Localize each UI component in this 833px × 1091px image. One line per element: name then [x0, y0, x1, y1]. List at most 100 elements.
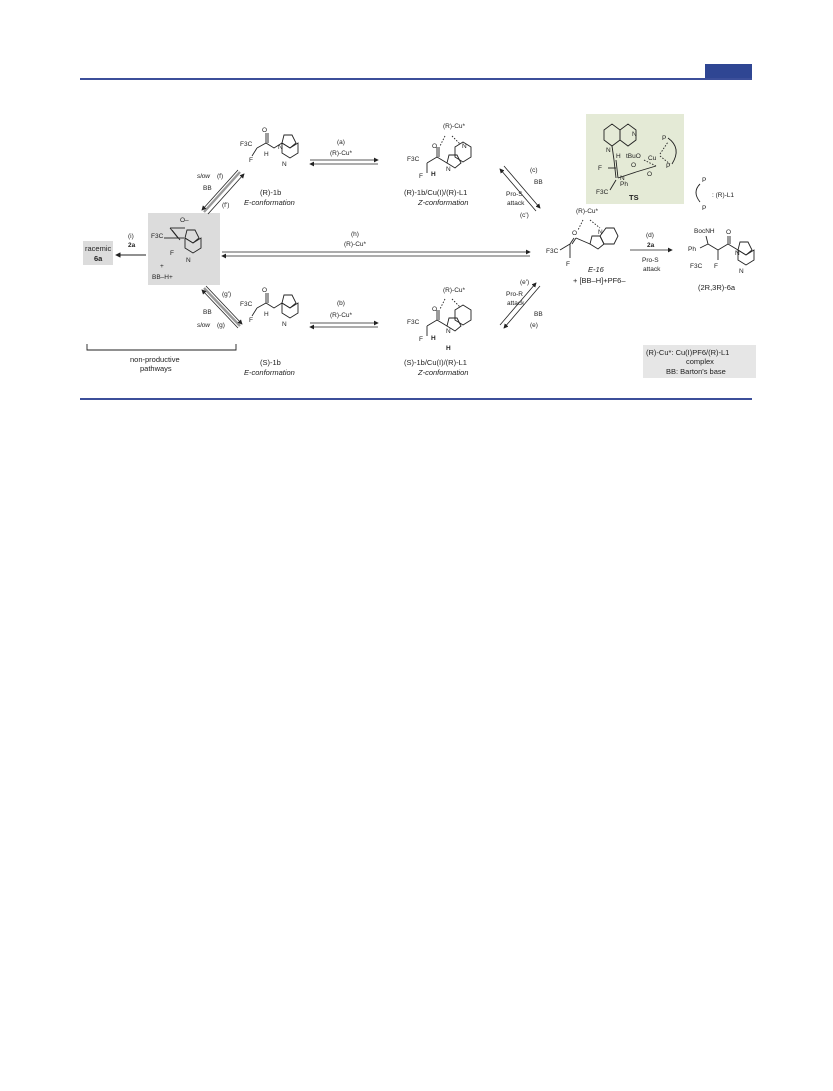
r1b-n: N [278, 144, 283, 151]
scomplex-h: H [431, 335, 436, 342]
s1b-n: N [282, 321, 287, 328]
nonproductive-line1: non-productive [130, 355, 180, 364]
product-ph: Ph [688, 246, 696, 253]
enolate-bbh: BB–H+ [152, 274, 173, 281]
e16-f: F [566, 261, 570, 268]
arrow-g-label: (g) [217, 322, 225, 329]
ts-n3: N [620, 175, 625, 182]
racemic-box [83, 241, 113, 265]
arrow-g-rev: (g') [222, 291, 231, 298]
rcomplex-cu: (R)-Cu* [443, 123, 465, 130]
molecule-r1b [251, 133, 299, 159]
ts-structure [603, 123, 671, 191]
scomplex-f: F [419, 336, 423, 343]
header-accent-tab [705, 64, 752, 79]
e16-cu: (R)-Cu* [576, 208, 598, 215]
arrow-h-label: (h) [351, 231, 359, 238]
rcomplex-conf: Z-conformation [417, 198, 468, 207]
arrow-c-label: (c) [530, 167, 538, 174]
ligand-p1: P [702, 177, 706, 184]
bottom-rule [80, 398, 752, 400]
top-rule [80, 78, 752, 80]
arrow-i-reagent: 2a [128, 242, 136, 249]
ts-ph: Ph [620, 181, 628, 188]
rcomplex-f3c: F3C [407, 156, 420, 163]
ts-n2: N [632, 131, 637, 138]
enolate-plus: + [160, 263, 164, 270]
arrow-c-rev: (c') [520, 212, 529, 219]
ligand-note: : (R)-L1 [712, 192, 734, 199]
arrow-d-side: Pro-S [642, 257, 659, 264]
e16-f3c: F3C [546, 248, 559, 255]
s1b-f: F [249, 317, 253, 324]
ts-f3c: F3C [596, 189, 609, 196]
molecule-e16 [559, 219, 619, 258]
enolate-box [148, 213, 220, 285]
ts-tbuo: tBuO [626, 153, 641, 160]
arrow-g-slow: slow [197, 322, 211, 329]
legend-line1: (R)-Cu*: Cu(I)PF6/(R)-L1 [646, 348, 729, 357]
racemic-line1: racemic [85, 244, 112, 253]
ts-n: N [606, 147, 611, 154]
molecule-enolate [164, 227, 202, 254]
legend-box [643, 345, 756, 378]
s1b-conf: E-conformation [244, 368, 295, 377]
r1b-f3c: F3C [240, 141, 253, 148]
ts-o2: O [647, 171, 652, 178]
product-f: F [714, 263, 718, 270]
arrow-h-reagent: (R)-Cu* [344, 241, 366, 248]
molecule-s-complex [426, 298, 472, 336]
arrow-e-reagent: BB [534, 311, 543, 318]
arrow-f-rev: (f') [222, 202, 229, 209]
ts-label: TS [629, 193, 639, 202]
enolate-o-minus: O– [180, 217, 189, 224]
rcomplex-h: H [431, 171, 436, 178]
arrow-e-label: (e) [530, 322, 538, 329]
product-n2: N [739, 268, 744, 275]
s1b-o: O [262, 287, 267, 294]
arrow-c-reagent: BB [534, 179, 543, 186]
scomplex-conf: Z-conformation [417, 368, 468, 377]
ts-f: F [598, 165, 602, 172]
e16-name: E-16 [588, 265, 605, 274]
s1b-h: H [264, 311, 269, 318]
arrow-d-reagent: 2a [647, 242, 655, 249]
rcomplex-n: N [446, 166, 451, 173]
product-name: (2R,3R)-6a [698, 283, 736, 292]
r1b-h: H [264, 151, 269, 158]
enolate-f: F [170, 250, 174, 257]
enolate-n: N [186, 257, 191, 264]
rcomplex-f: F [419, 173, 423, 180]
arrow-f-label: (f) [217, 173, 223, 180]
scomplex-o: O [432, 306, 437, 313]
ts-h: H [616, 153, 621, 160]
legend-line3: BB: Barton's base [666, 367, 726, 376]
arrow-c-side2: attack [507, 200, 525, 207]
arrow-d-side2: attack [643, 266, 661, 273]
r1b-name: (R)-1b [260, 188, 281, 197]
rcomplex-name: (R)-1b/Cu(I)/(R)-L1 [404, 188, 467, 197]
ts-p1: P [662, 135, 666, 142]
arrow-d-label: (d) [646, 232, 654, 239]
s1b-f3c: F3C [240, 301, 253, 308]
nonproductive-line2: pathways [140, 364, 172, 373]
ts-p2: P [666, 163, 670, 170]
product-f3c: F3C [690, 263, 703, 270]
arrow-e-side: Pro-R [506, 291, 523, 298]
ligand-p2: P [702, 205, 706, 212]
r1b-f: F [249, 157, 253, 164]
scomplex-h2: H [446, 345, 451, 352]
arrow-g-reagent: BB [203, 309, 212, 316]
molecule-s1b [251, 293, 299, 319]
arrow-b-label: (b) [337, 300, 345, 307]
rcomplex-o: O [432, 143, 437, 150]
arrow-e-rev: (e') [520, 279, 529, 286]
rcomplex-n2: N [462, 143, 467, 150]
arrow-a-label: (a) [337, 139, 345, 146]
ts-o: O [631, 162, 636, 169]
s1b-name: (S)-1b [260, 358, 281, 367]
scomplex-name: (S)-1b/Cu(I)/(R)-L1 [404, 358, 467, 367]
arrow-c-side: Pro-S [506, 191, 523, 198]
arrow-f-slow: slow [197, 173, 211, 180]
product-bocnh: BocNH [694, 228, 715, 235]
